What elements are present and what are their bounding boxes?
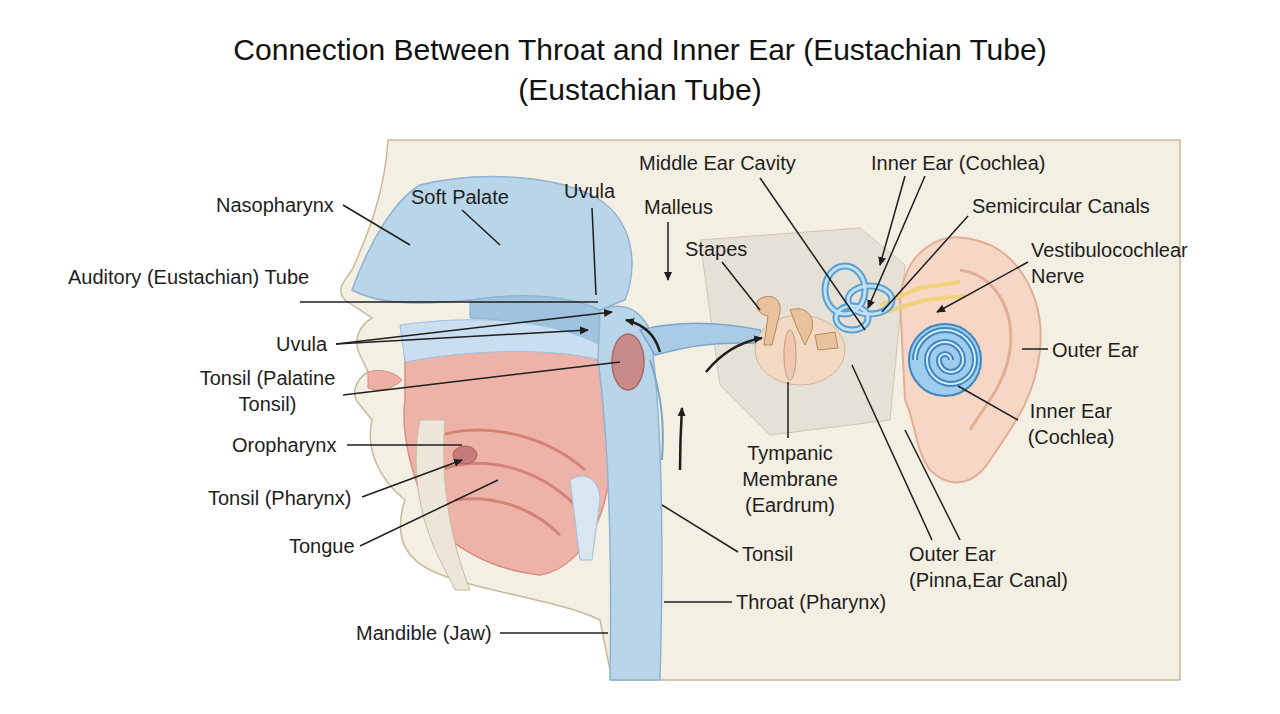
part-label: Stapes [685, 236, 747, 262]
part-label: Inner Ear (Cochlea) [871, 150, 1046, 176]
part-label: Tonsil (Palatine Tonsil) [190, 365, 345, 417]
part-label: Nasopharynx [216, 192, 334, 218]
part-label: Semicircular Canals [972, 193, 1150, 219]
diagram-title: Connection Between Throat and Inner Ear … [180, 30, 1100, 109]
head-section [341, 140, 1180, 680]
part-label: Inner Ear (Cochlea) [1021, 398, 1121, 450]
part-label: Outer Ear [1052, 337, 1139, 363]
part-label: Oropharynx [232, 432, 337, 458]
part-label: Soft Palate [411, 184, 509, 210]
part-label: Tongue [289, 533, 355, 559]
flow-arrows [626, 320, 762, 470]
part-label: Tympanic Membrane (Eardrum) [735, 440, 845, 518]
part-label: Uvula [276, 331, 327, 357]
part-label: Outer Ear (Pinna,Ear Canal) [909, 541, 1074, 593]
part-label: Tonsil (Pharynx) [208, 485, 351, 511]
part-label: Tonsil [742, 541, 793, 567]
part-label: Vestibulocochlear Nerve [1031, 237, 1211, 289]
part-label: Uvula [564, 178, 615, 204]
part-label: Throat (Pharynx) [736, 589, 886, 615]
part-label: Middle Ear Cavity [639, 150, 796, 176]
part-label: Malleus [644, 194, 713, 220]
part-label: Mandible (Jaw) [356, 620, 492, 646]
part-label: Auditory (Eustachian) Tube [68, 264, 309, 290]
